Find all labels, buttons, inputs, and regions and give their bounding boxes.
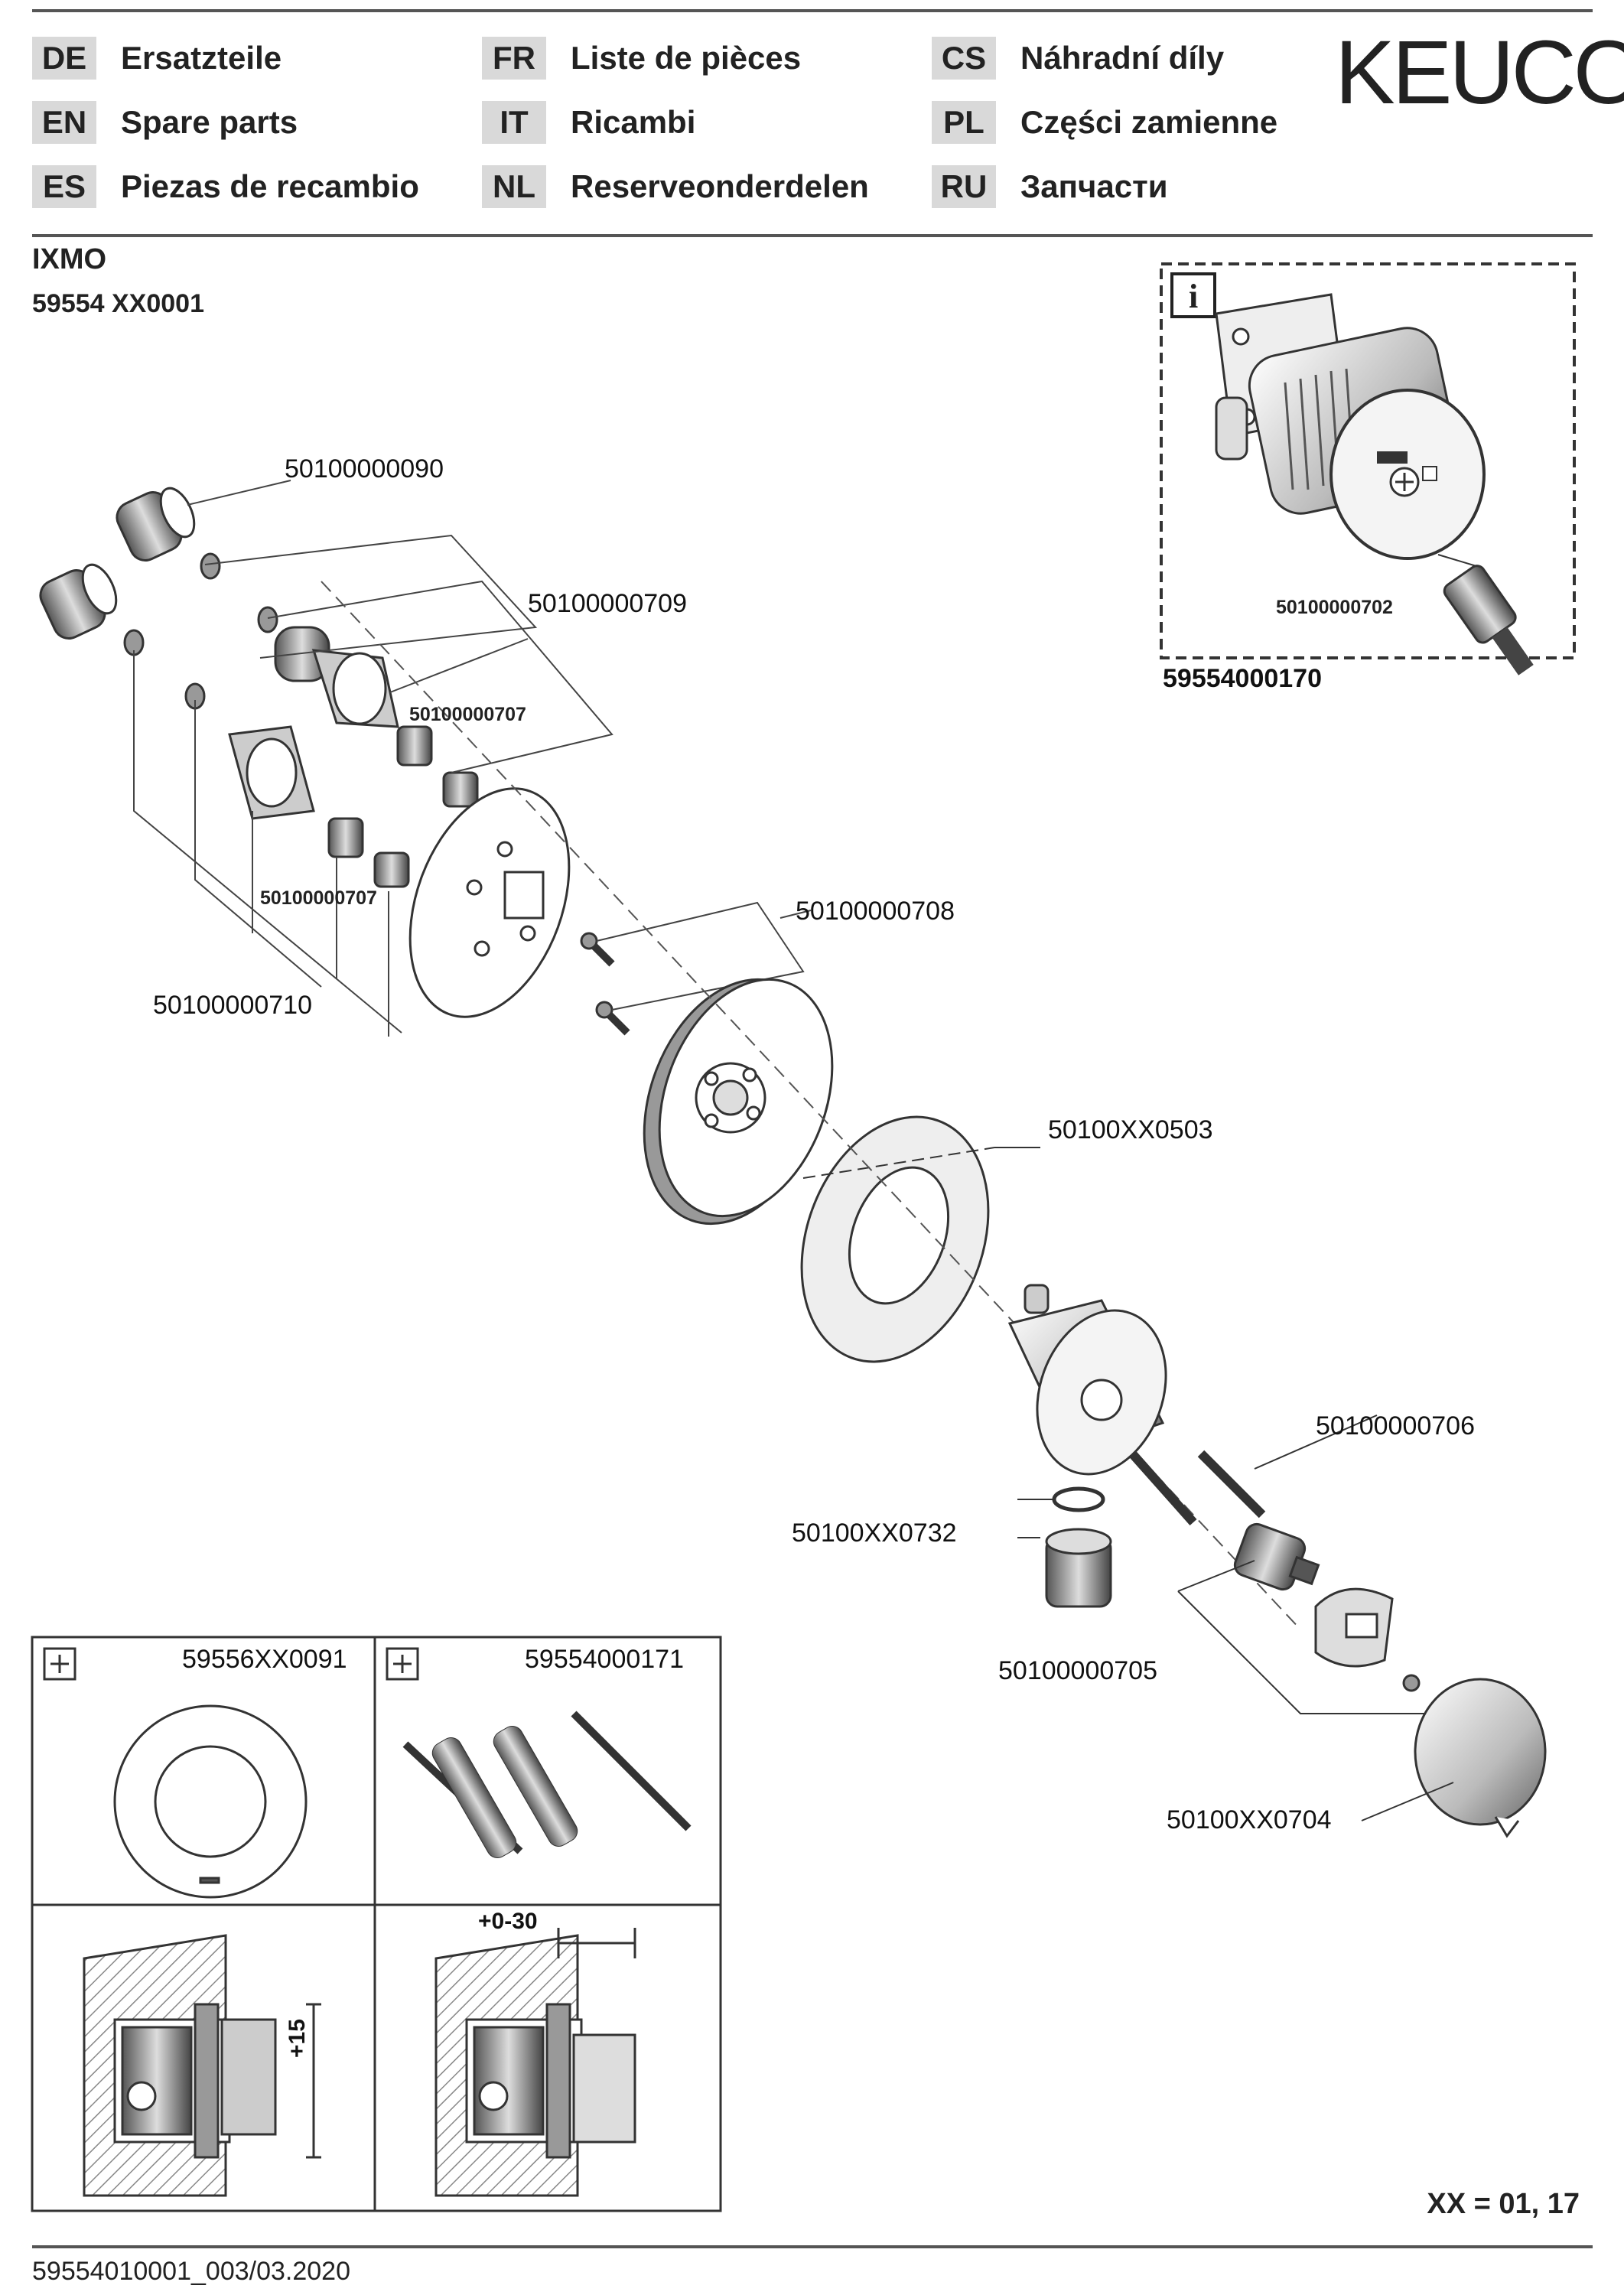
- cover-plate: [643, 978, 834, 1226]
- nut-2: [327, 817, 364, 858]
- part-label-090: 50100000090: [285, 454, 444, 483]
- part-label-707a: 50100000707: [409, 704, 526, 725]
- part-label-708: 50100000708: [796, 897, 955, 926]
- leader-lines: [133, 480, 812, 1037]
- section-drawing-1: [83, 1934, 321, 2197]
- top-rule: [32, 9, 1593, 12]
- part-group-left: [39, 487, 630, 1036]
- lang-name-cs: Náhradní díly: [1020, 40, 1225, 76]
- lang-name-ru: Запчасти: [1020, 168, 1168, 204]
- accessory-rosette: [113, 1704, 308, 1899]
- dimension-label-1: +15: [285, 2019, 310, 2058]
- spring-1: [442, 771, 479, 808]
- insert-50100xx0732: [1017, 1486, 1112, 1608]
- info-icon-glyph: i: [1189, 278, 1198, 315]
- axis-line: [321, 581, 1301, 1630]
- lang-code-fr: FR: [482, 37, 546, 80]
- valve-body-1: [274, 626, 399, 728]
- screw-2: [595, 1001, 630, 1036]
- cartridge-50100000705: [1177, 1522, 1430, 1714]
- lang-name-en: Spare parts: [121, 104, 298, 140]
- lang-name-de: Ersatzteile: [121, 40, 282, 76]
- part-label-709: 50100000709: [528, 589, 688, 618]
- sieve-1: [116, 487, 196, 562]
- lang-code-en: EN: [32, 101, 96, 144]
- info-icon: [1170, 272, 1216, 318]
- part-label-705: 50100000705: [998, 1656, 1158, 1685]
- valve-housing: [1007, 1284, 1167, 1476]
- lang-code-pl: PL: [932, 101, 996, 144]
- part-label-503: 50100XX0503: [1048, 1115, 1213, 1144]
- part-label-706: 50100000706: [1316, 1411, 1476, 1440]
- header-rule: [32, 234, 1593, 237]
- nut-1: [396, 725, 433, 767]
- lang-code-es: ES: [32, 165, 96, 208]
- accessory-panel: [31, 1636, 722, 2212]
- rosette: [800, 1115, 1040, 1363]
- info-box: i: [1160, 262, 1576, 675]
- part-label-732: 50100XX0732: [792, 1519, 957, 1548]
- lang-code-cs: CS: [932, 37, 996, 80]
- part-label-info: 59554000170: [1163, 664, 1323, 693]
- spring-2: [373, 851, 410, 888]
- lang-name-nl: Reserveonderdelen: [571, 168, 869, 204]
- sieve-2: [39, 563, 118, 640]
- mounting-plate: [408, 787, 571, 1018]
- lang-code-de: DE: [32, 37, 96, 80]
- part-label-info-small: 50100000702: [1276, 597, 1393, 618]
- lang-code-it: IT: [482, 101, 546, 144]
- accessory-label-1: 59556XX0091: [182, 1645, 347, 1674]
- part-label-704: 50100XX0704: [1167, 1805, 1332, 1834]
- accessory-label-2: 59554000171: [525, 1645, 685, 1674]
- lang-name-it: Ricambi: [571, 104, 696, 140]
- lang-code-ru: RU: [932, 165, 996, 208]
- handle-50100xx0704: [1361, 1678, 1547, 1838]
- product-series: IXMO: [32, 243, 107, 275]
- accessory-extension-set: [402, 1711, 692, 1858]
- pins: [1128, 1414, 1378, 1525]
- lang-name-pl: Części zamienne: [1020, 104, 1278, 140]
- valve-body-2: [228, 725, 315, 820]
- part-label-710: 50100000710: [153, 991, 313, 1020]
- keuco-logo: KEUCO: [1335, 22, 1624, 123]
- dimension-label-2: +0-30: [478, 1909, 538, 1934]
- product-number: 59554 XX0001: [32, 289, 204, 318]
- document-footer: 59554010001_003/03.2020: [32, 2257, 350, 2286]
- section-drawing-2: [434, 1928, 636, 2197]
- variant-note: XX = 01, 17: [1427, 2188, 1580, 2220]
- lang-code-nl: NL: [482, 165, 546, 208]
- part-label-707b: 50100000707: [260, 887, 377, 909]
- lang-name-es: Piezas de recambio: [121, 168, 419, 204]
- footer-rule: [32, 2245, 1593, 2248]
- lang-name-fr: Liste de pièces: [571, 40, 802, 76]
